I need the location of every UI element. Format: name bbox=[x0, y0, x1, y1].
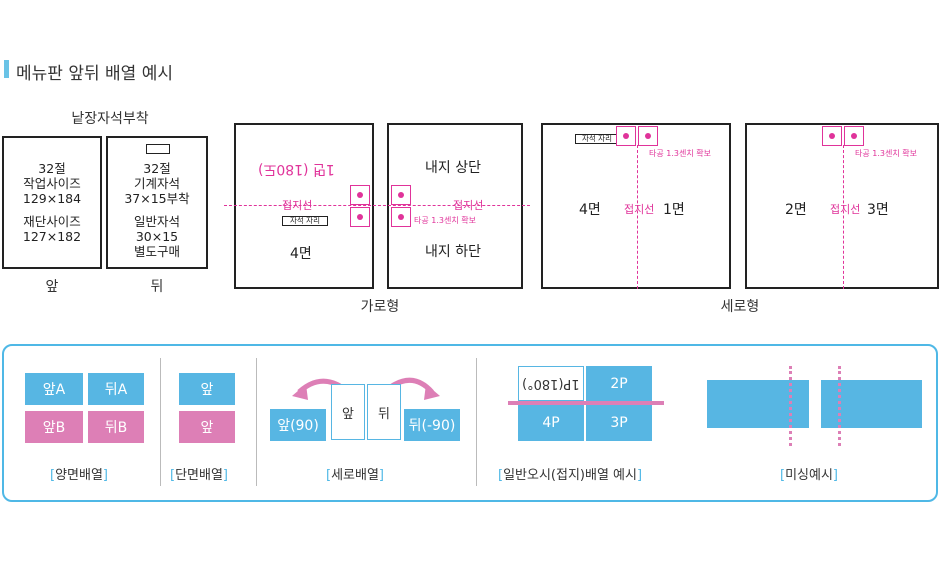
page4-cell: 4P bbox=[518, 405, 584, 441]
page2-cell: 2P bbox=[586, 366, 652, 401]
magnet-slot-icon bbox=[146, 144, 170, 154]
page3-cell: 3P bbox=[586, 405, 652, 441]
front-line: 재단사이즈 bbox=[23, 214, 81, 229]
front-line: 32절 bbox=[38, 161, 66, 176]
divider bbox=[256, 358, 257, 486]
portrait-fold-line bbox=[637, 145, 638, 289]
portrait-page3-text: 3면 bbox=[867, 202, 889, 218]
punch-hole bbox=[350, 207, 370, 227]
double-sided-label: [양면배열] bbox=[50, 468, 108, 483]
single-sided-label: [단면배열] bbox=[170, 468, 228, 483]
landscape-page1-text: 1면 (180도) bbox=[258, 161, 335, 177]
portrait-caption: 세로형 bbox=[720, 299, 760, 315]
punch-dot-icon bbox=[622, 132, 629, 139]
portrait-page2-text: 2면 bbox=[785, 202, 807, 218]
vertical-back-rotated-cell: 뒤(-90) bbox=[404, 409, 460, 441]
landscape-inner-bottom: 내지 하단 bbox=[425, 244, 481, 260]
title-accent-bar bbox=[4, 60, 9, 78]
punch-dot-icon bbox=[397, 191, 404, 198]
arrowhead-left-icon bbox=[292, 384, 308, 400]
back-line: 30×15 bbox=[135, 229, 179, 244]
portrait-left-panel: 자석 자리 타공 1.3센치 확보 4면 접지선 1면 bbox=[541, 123, 731, 289]
landscape-caption: 가로형 bbox=[360, 299, 400, 315]
single-front-cell: 앞 bbox=[179, 411, 235, 443]
magnet-position: 자석 자리 bbox=[575, 134, 619, 144]
vertical-label: [세로배열] bbox=[326, 468, 384, 483]
portrait-fold-label: 접지선 bbox=[830, 203, 861, 216]
punch-note: 타공 1.3센치 확보 bbox=[414, 216, 476, 225]
page-title: 메뉴판 앞뒤 배열 예시 bbox=[16, 64, 173, 84]
punch-hole bbox=[391, 185, 411, 205]
magnet-position: 자석 자리 bbox=[282, 216, 328, 226]
page1-rotated-cell: 1P(180°) bbox=[518, 366, 584, 401]
single-sheet-heading: 낱장자석부착 bbox=[71, 111, 149, 127]
back-line: 별도구매 bbox=[133, 244, 180, 259]
divider bbox=[476, 358, 477, 486]
perforation-line bbox=[789, 366, 792, 446]
punch-dot-icon bbox=[644, 132, 651, 139]
back-line: 일반자석 bbox=[133, 214, 180, 229]
single-front-cell: 앞 bbox=[179, 373, 235, 405]
perforation-strip-left bbox=[707, 380, 809, 428]
punch-hole bbox=[844, 126, 864, 146]
punch-hole bbox=[616, 126, 636, 146]
back-line: 기계자석 bbox=[133, 176, 180, 191]
punch-dot-icon bbox=[356, 191, 363, 198]
portrait-fold-line bbox=[843, 145, 844, 289]
punch-note: 타공 1.3센치 확보 bbox=[855, 149, 917, 158]
landscape-page4-text: 4면 bbox=[290, 246, 312, 262]
punch-hole bbox=[638, 126, 658, 146]
back-a-cell: 뒤A bbox=[88, 373, 144, 405]
front-line: 129×184 bbox=[22, 191, 82, 206]
punch-dot-icon bbox=[356, 213, 363, 220]
punch-hole bbox=[350, 185, 370, 205]
front-line: 127×182 bbox=[22, 229, 82, 244]
punch-note: 타공 1.3센치 확보 bbox=[649, 149, 711, 158]
fold-line-bar bbox=[508, 401, 664, 405]
arrowhead-right-icon bbox=[424, 384, 440, 400]
portrait-fold-label: 접지선 bbox=[624, 203, 655, 216]
front-line: 작업사이즈 bbox=[23, 176, 81, 191]
punch-dot-icon bbox=[850, 132, 857, 139]
landscape-fold-line bbox=[224, 205, 530, 206]
perforation-line bbox=[838, 366, 841, 446]
vertical-front-rotated-cell: 앞(90) bbox=[270, 409, 326, 441]
portrait-right-panel: 타공 1.3센치 확보 2면 접지선 3면 bbox=[745, 123, 939, 289]
vertical-back-cell: 뒤 bbox=[367, 384, 401, 440]
front-a-cell: 앞A bbox=[25, 373, 83, 405]
back-line: 32절 bbox=[143, 161, 171, 176]
front-card: 32절 작업사이즈 129×184 재단사이즈 127×182 bbox=[2, 136, 102, 269]
punch-dot-icon bbox=[828, 132, 835, 139]
back-line: 37×15부착 bbox=[124, 191, 190, 206]
portrait-page1-text: 1면 bbox=[663, 202, 685, 218]
punch-dot-icon bbox=[397, 213, 404, 220]
front-caption: 앞 bbox=[45, 279, 59, 295]
portrait-page4-text: 4면 bbox=[579, 202, 601, 218]
perforation-label: [미싱예시] bbox=[780, 468, 838, 483]
back-card: 32절 기계자석 37×15부착 일반자석 30×15 별도구매 bbox=[106, 136, 208, 269]
front-b-cell: 앞B bbox=[25, 411, 83, 443]
perforation-strip-right bbox=[821, 380, 922, 428]
landscape-right-panel: 내지 상단 접지선 타공 1.3센치 확보 내지 하단 bbox=[387, 123, 523, 289]
general-fold-label: [일반오시(접지)배열 예시] bbox=[498, 468, 643, 483]
vertical-front-cell: 앞 bbox=[331, 384, 365, 440]
landscape-left-panel: 1면 (180도) 접지선 자석 자리 4면 bbox=[234, 123, 374, 289]
back-caption: 뒤 bbox=[150, 279, 164, 295]
landscape-inner-top: 내지 상단 bbox=[425, 160, 481, 176]
divider bbox=[160, 358, 161, 486]
punch-hole bbox=[822, 126, 842, 146]
layout-examples-panel: 앞A 뒤A 앞B 뒤B [양면배열] 앞 앞 [단면배열] 앞(90) 앞 뒤 … bbox=[2, 344, 938, 502]
punch-hole bbox=[391, 207, 411, 227]
back-b-cell: 뒤B bbox=[88, 411, 144, 443]
